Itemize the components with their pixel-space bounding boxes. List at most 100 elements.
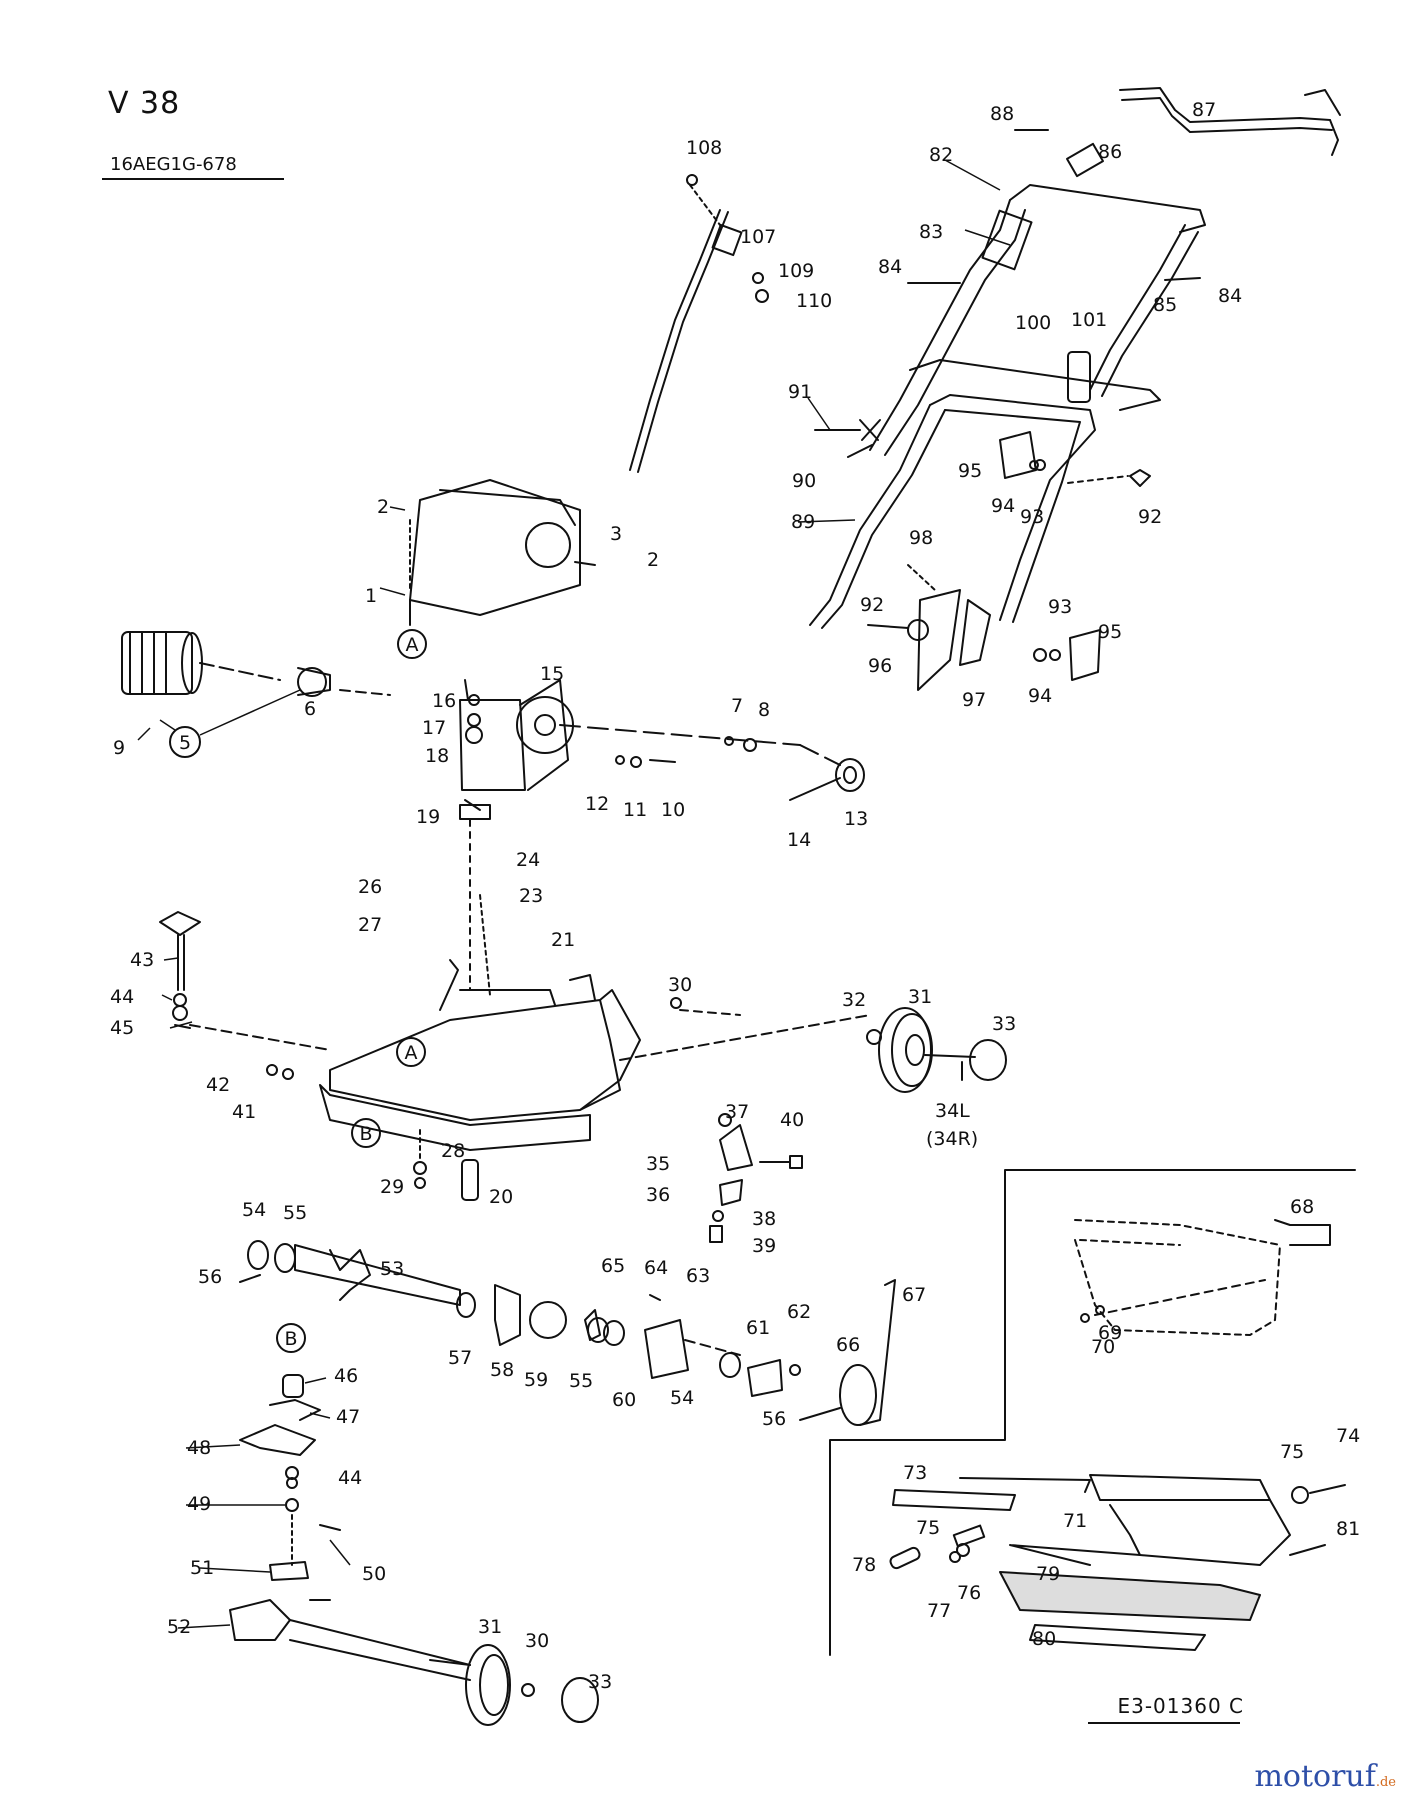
callout-34: 34L bbox=[935, 1100, 970, 1122]
callout-65: 65 bbox=[601, 1255, 625, 1277]
drawing-number: E3-01360 C bbox=[1117, 1694, 1244, 1718]
rear-roller-assembly bbox=[229, 1374, 599, 1726]
callout-38: 38 bbox=[752, 1208, 776, 1230]
callout-45: 45 bbox=[110, 1017, 134, 1039]
callout-94a: 94 bbox=[991, 495, 1015, 517]
callout-35: 35 bbox=[646, 1153, 670, 1175]
callout-83: 83 bbox=[919, 221, 943, 243]
callout-29: 29 bbox=[380, 1176, 404, 1198]
callout-37: 37 bbox=[725, 1101, 749, 1123]
callout-44b: 44 bbox=[338, 1467, 362, 1489]
callout-3: 3 bbox=[610, 523, 622, 545]
callout-30a: 30 bbox=[668, 974, 692, 996]
callout-71: 71 bbox=[1063, 1510, 1087, 1532]
model-code: 16AEG1G-678 bbox=[110, 154, 237, 175]
callout-7: 7 bbox=[731, 695, 743, 717]
callout-11: 11 bbox=[623, 799, 647, 821]
callout-109: 109 bbox=[778, 260, 814, 282]
callout-18: 18 bbox=[425, 745, 449, 767]
callout-28: 28 bbox=[441, 1140, 465, 1162]
callout-54b: 54 bbox=[670, 1387, 694, 1409]
motor-assembly bbox=[121, 631, 391, 697]
watermark: motoruf.de bbox=[1254, 1759, 1396, 1794]
callout-101: 101 bbox=[1071, 309, 1107, 331]
callout-78: 78 bbox=[852, 1554, 876, 1576]
callout-107: 107 bbox=[740, 226, 776, 248]
callout-50: 50 bbox=[362, 1563, 386, 1585]
callout-49: 49 bbox=[187, 1493, 211, 1515]
callout-66: 66 bbox=[836, 1334, 860, 1356]
callout-20: 20 bbox=[489, 1186, 513, 1208]
callout-31a: 31 bbox=[908, 986, 932, 1008]
callout-8: 8 bbox=[758, 699, 770, 721]
callout-69: 69 bbox=[1098, 1322, 1122, 1344]
callout-46: 46 bbox=[334, 1365, 358, 1387]
callout-76: 76 bbox=[957, 1582, 981, 1604]
callout-70: 70 bbox=[1091, 1336, 1115, 1358]
callout-30b: 30 bbox=[525, 1630, 549, 1652]
callout-62: 62 bbox=[787, 1301, 811, 1323]
ref-A-cover: A bbox=[406, 634, 419, 656]
callout-74: 74 bbox=[1336, 1425, 1360, 1447]
callout-41: 41 bbox=[232, 1101, 256, 1123]
callout-2b: 2 bbox=[647, 549, 659, 571]
callout-1: 1 bbox=[365, 585, 377, 607]
callout-75a: 75 bbox=[1280, 1441, 1304, 1463]
callout-9: 9 bbox=[113, 737, 125, 759]
callout-73: 73 bbox=[903, 1462, 927, 1484]
callout-15: 15 bbox=[540, 663, 564, 685]
callout-34r: (34R) bbox=[926, 1128, 978, 1150]
callout-61: 61 bbox=[746, 1317, 770, 1339]
callout-87: 87 bbox=[1192, 99, 1216, 121]
callout-12: 12 bbox=[585, 793, 609, 815]
callout-97: 97 bbox=[962, 689, 986, 711]
callout-88: 88 bbox=[990, 103, 1014, 125]
callout-52: 52 bbox=[167, 1616, 191, 1638]
ref-B-deck: B bbox=[359, 1123, 372, 1145]
handle-assembly bbox=[809, 87, 1341, 691]
callout-31b: 31 bbox=[478, 1616, 502, 1638]
callout-95b: 95 bbox=[1098, 621, 1122, 643]
callout-93b: 93 bbox=[1048, 596, 1072, 618]
callout-40: 40 bbox=[780, 1109, 804, 1131]
callout-27: 27 bbox=[358, 914, 382, 936]
callout-43: 43 bbox=[130, 949, 154, 971]
callout-23: 23 bbox=[519, 885, 543, 907]
callout-80: 80 bbox=[1032, 1628, 1056, 1650]
callout-98: 98 bbox=[909, 527, 933, 549]
callout-5: 5 bbox=[179, 732, 191, 754]
callout-55b: 55 bbox=[569, 1370, 593, 1392]
callout-26: 26 bbox=[358, 876, 382, 898]
callout-93a: 93 bbox=[1020, 506, 1044, 528]
inset-box bbox=[829, 1169, 1356, 1656]
model-title: V 38 bbox=[108, 86, 181, 121]
watermark-domain: .de bbox=[1375, 1775, 1396, 1790]
motor-cover bbox=[409, 479, 596, 626]
callout-33a: 33 bbox=[992, 1013, 1016, 1035]
callout-79: 79 bbox=[1036, 1563, 1060, 1585]
callout-92a: 92 bbox=[1138, 506, 1162, 528]
ref-B-roller: B bbox=[284, 1328, 297, 1350]
callout-53: 53 bbox=[380, 1258, 404, 1280]
drawing-number-underline bbox=[1088, 1722, 1240, 1724]
callout-84a: 84 bbox=[878, 256, 902, 278]
mower-deck bbox=[189, 894, 871, 1201]
callout-85: 85 bbox=[1153, 294, 1177, 316]
callout-47: 47 bbox=[336, 1406, 360, 1428]
discharge-flap-assembly bbox=[889, 1474, 1346, 1651]
callout-39: 39 bbox=[752, 1235, 776, 1257]
callout-84b: 84 bbox=[1218, 285, 1242, 307]
callout-91: 91 bbox=[788, 381, 812, 403]
callout-24: 24 bbox=[516, 849, 540, 871]
callout-90: 90 bbox=[792, 470, 816, 492]
callout-75b: 75 bbox=[916, 1517, 940, 1539]
callout-94b: 94 bbox=[1028, 685, 1052, 707]
callout-60: 60 bbox=[612, 1389, 636, 1411]
callout-32: 32 bbox=[842, 989, 866, 1011]
callout-33b: 33 bbox=[588, 1671, 612, 1693]
callout-68: 68 bbox=[1290, 1196, 1314, 1218]
watermark-main: motoruf bbox=[1254, 1759, 1376, 1794]
callout-77: 77 bbox=[927, 1600, 951, 1622]
callout-95a: 95 bbox=[958, 460, 982, 482]
